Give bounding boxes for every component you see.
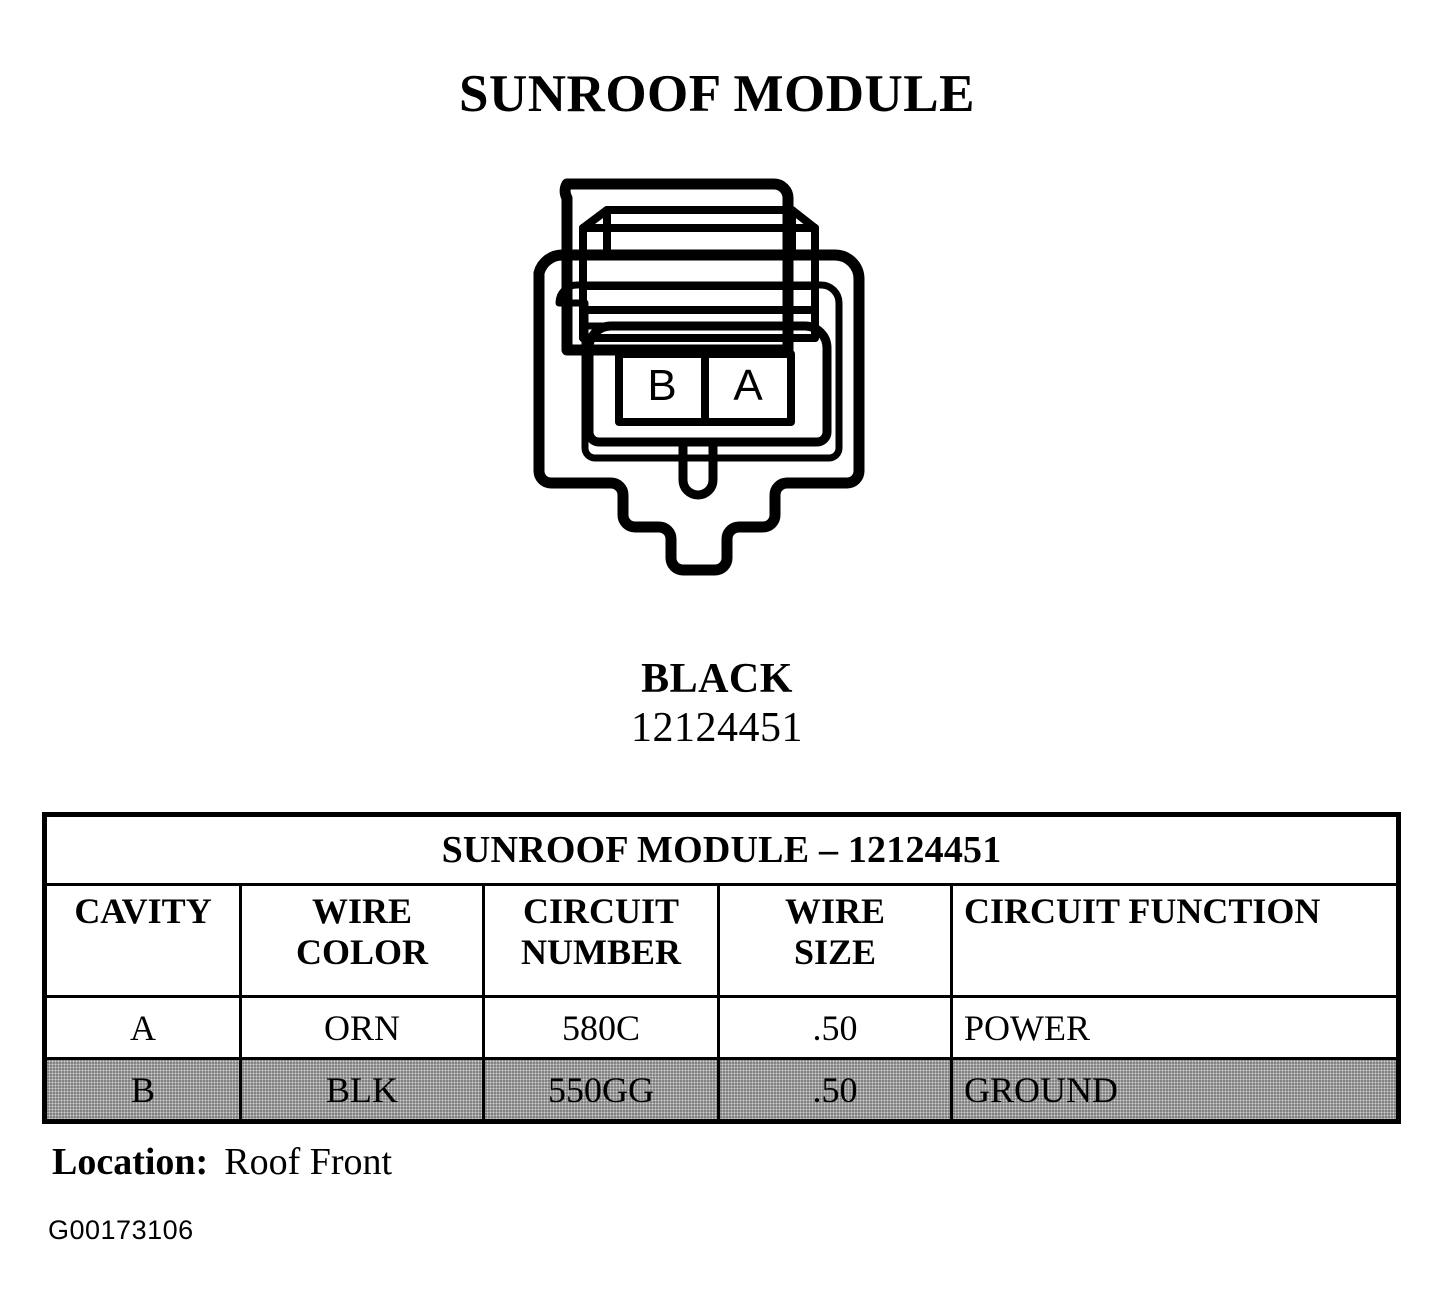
column-header-wire-size-line2: SIZE bbox=[793, 932, 877, 972]
location-label: Location: bbox=[52, 1141, 209, 1183]
pinout-table-container: SUNROOF MODULE – 12124451 CAVITY WIRE CO… bbox=[42, 812, 1402, 1124]
connector-drawing: B A bbox=[533, 178, 865, 576]
column-header-wire-color-line2: COLOR bbox=[295, 932, 428, 972]
location-line: Location: Roof Front bbox=[52, 1140, 392, 1184]
column-header-circuit-function: CIRCUIT FUNCTION bbox=[949, 883, 1401, 998]
column-header-cavity-line1: CAVITY bbox=[74, 891, 212, 931]
cell-circuit-number: 580C bbox=[482, 995, 720, 1060]
cell-circuit-function: POWER bbox=[949, 995, 1401, 1060]
page-title: SUNROOF MODULE bbox=[459, 65, 975, 123]
cavity-label-a: A bbox=[733, 361, 763, 410]
cavity-label-b: B bbox=[647, 361, 676, 410]
pinout-table: SUNROOF MODULE – 12124451 CAVITY WIRE CO… bbox=[42, 812, 1402, 1124]
table-row: A ORN 580C .50 POWER bbox=[43, 995, 1401, 1060]
column-header-wire-color-line1: WIRE bbox=[311, 891, 413, 931]
connector-caption: BLACK 12124451 bbox=[0, 655, 1434, 753]
connector-diagram: B A bbox=[487, 160, 937, 630]
cell-circuit-number: 550GG bbox=[482, 1057, 720, 1123]
column-header-circuit-function-line1: CIRCUIT FUNCTION bbox=[964, 891, 1321, 931]
cell-cavity: A bbox=[43, 995, 242, 1060]
column-header-wire-size: WIRE SIZE bbox=[717, 883, 953, 998]
column-header-circuit-number: CIRCUIT NUMBER bbox=[482, 883, 720, 998]
cell-wire-size: .50 bbox=[717, 1057, 953, 1123]
cell-circuit-function: GROUND bbox=[949, 1057, 1401, 1123]
column-header-cavity: CAVITY bbox=[43, 883, 242, 998]
connector-rear-shell bbox=[559, 178, 794, 356]
cell-wire-color: BLK bbox=[239, 1057, 485, 1123]
table-title-row: SUNROOF MODULE – 12124451 bbox=[42, 813, 1401, 886]
table-header-row: CAVITY WIRE COLOR CIRCUIT NUMBER WIRE SI… bbox=[43, 883, 1401, 998]
connector-outer-body bbox=[533, 249, 865, 576]
column-header-wire-size-line1: WIRE bbox=[784, 891, 886, 931]
cavity-box-a bbox=[701, 350, 795, 426]
cell-cavity: B bbox=[43, 1057, 242, 1123]
location-value: Roof Front bbox=[224, 1141, 393, 1183]
footer-image-id: G00173106 bbox=[48, 1215, 194, 1245]
column-header-circuit-number-line1: CIRCUIT bbox=[522, 891, 680, 931]
column-header-circuit-number-line2: NUMBER bbox=[521, 932, 681, 972]
cell-wire-size: .50 bbox=[717, 995, 953, 1060]
connector-center-key bbox=[678, 437, 718, 500]
connector-color-name: BLACK bbox=[641, 656, 793, 702]
table-row: B BLK 550GG .50 GROUND bbox=[43, 1057, 1401, 1123]
column-header-wire-color: WIRE COLOR bbox=[239, 883, 485, 998]
table-title: SUNROOF MODULE – 12124451 bbox=[42, 813, 1401, 886]
connector-inner-shell bbox=[555, 281, 843, 462]
cell-wire-color: ORN bbox=[239, 995, 485, 1060]
connector-part-number: 12124451 bbox=[631, 705, 803, 751]
